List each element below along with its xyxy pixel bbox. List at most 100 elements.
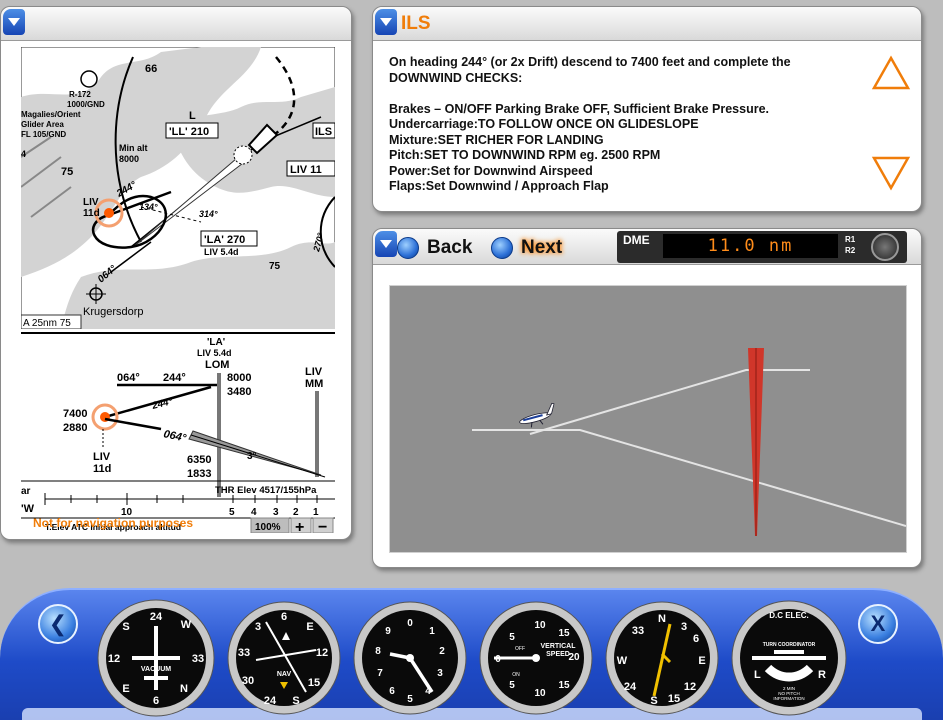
zoom-out-label: −: [318, 519, 327, 533]
liv-box-label: LIV 11: [290, 164, 322, 176]
vs-title-1: VERTICAL: [541, 643, 577, 650]
dme-selector-knob[interactable]: [871, 233, 899, 261]
profile-lom-label: LOM: [205, 359, 229, 371]
back-button[interactable]: Back: [397, 235, 472, 261]
svg-text:E: E: [122, 683, 129, 695]
profile-alt7400: 7400: [63, 408, 87, 420]
close-button[interactable]: X: [858, 604, 898, 644]
ils-instruction-text: On heading 244° (or 2x Drift) descend to…: [389, 55, 849, 195]
collapse-ils-button[interactable]: [375, 9, 397, 35]
svg-text:24: 24: [264, 695, 277, 707]
svg-text:33: 33: [238, 647, 250, 659]
svg-text:5: 5: [509, 632, 515, 643]
profile-alt1833: 1833: [187, 468, 211, 480]
profile-num1: 1: [313, 507, 319, 518]
profile-num4: 4: [251, 507, 257, 518]
profile-la-label: 'LA': [207, 337, 225, 348]
svg-text:8: 8: [375, 646, 381, 657]
svg-text:S: S: [650, 695, 657, 707]
svg-text:W: W: [181, 619, 192, 631]
previous-button[interactable]: ❮: [38, 604, 78, 644]
turn-coordinator: D.C ELEC. TURN COORDINATOR L R 2 MIN NO …: [731, 600, 847, 716]
zoom-in-button[interactable]: [290, 517, 312, 533]
svg-text:7: 7: [377, 668, 383, 679]
turn-right-label: R: [818, 669, 826, 681]
glideslope-header: Back Next DME 11.0 nm R1 R2: [373, 229, 921, 265]
svg-text:6: 6: [389, 686, 395, 697]
ils-instructions-panel: ILS On heading 244° (or 2x Drift) descen…: [372, 6, 922, 212]
ils-line: [389, 86, 849, 102]
svg-text:12: 12: [108, 653, 120, 665]
svg-text:3: 3: [255, 621, 261, 633]
svg-text:5: 5: [407, 694, 413, 705]
profile-alt2880: 2880: [63, 422, 87, 434]
liv54-label: LIV 5.4d: [204, 247, 239, 257]
num-75a-label: 75: [61, 166, 73, 178]
liv-fix-dist: 11d: [83, 208, 100, 219]
profile-num3: 3: [273, 507, 279, 518]
profile-liv-mm1: LIV: [305, 366, 323, 378]
approach-chart[interactable]: R-172 1000/GND Magalies/Orient Glider Ar…: [21, 47, 335, 533]
svg-text:30: 30: [242, 675, 254, 687]
ils-line: Power:Set for Downwind Airspeed: [389, 163, 593, 178]
svg-text:N: N: [180, 683, 188, 695]
krugersdorp-label: Krugersdorp: [83, 306, 144, 318]
svg-text:5: 5: [509, 680, 515, 691]
approach-chart-panel: R-172 1000/GND Magalies/Orient Glider Ar…: [0, 6, 352, 540]
next-button[interactable]: Next: [491, 235, 562, 261]
r1-label: R1: [845, 235, 856, 244]
svg-text:0: 0: [407, 618, 413, 629]
heading-314-label: 314°: [199, 209, 218, 219]
profile-deg3: 3°: [247, 451, 257, 462]
svg-text:N: N: [658, 613, 666, 625]
svg-text:3: 3: [681, 621, 687, 633]
svg-text:W: W: [617, 655, 628, 667]
svg-text:24: 24: [624, 681, 637, 693]
svg-text:15: 15: [558, 680, 570, 691]
profile-alt8000: 8000: [227, 372, 251, 384]
dme-display: DME 11.0 nm R1 R2: [617, 231, 907, 263]
svg-text:12: 12: [316, 647, 328, 659]
profile-thr: THR Elev 4517/155hPa: [215, 485, 317, 496]
msa-label: A 25nm 75: [23, 318, 71, 329]
alt-66-label: 66: [145, 63, 157, 75]
chart-panel-header: [1, 7, 351, 41]
collapse-chart-button[interactable]: [3, 9, 25, 35]
collapse-glideslope-button[interactable]: [375, 231, 397, 257]
glider-label: Glider Area: [21, 120, 64, 129]
profile-liv54d-label: LIV 5.4d: [197, 348, 232, 358]
svg-text:24: 24: [150, 611, 163, 623]
turn-coordinator-label: TURN COORDINATOR: [763, 642, 816, 648]
r172-alt-label: 1000/GND: [67, 100, 105, 109]
ils-line: Mixture:SET RICHER FOR LANDING: [389, 132, 604, 147]
svg-text:12: 12: [684, 681, 696, 693]
ils-line: Flaps:Set Downwind / Approach Flap: [389, 179, 609, 193]
svg-text:E: E: [306, 621, 313, 633]
ils-line: Brakes – ON/OFF Parking Brake OFF, Suffi…: [389, 101, 770, 116]
zoom-out-button[interactable]: [312, 517, 334, 533]
profile-deg244: 244°: [150, 396, 175, 412]
svg-text:6: 6: [281, 611, 287, 623]
svg-text:4: 4: [425, 686, 431, 697]
glideslope-view: [389, 285, 907, 553]
next-label: Next: [521, 237, 563, 258]
glideslope-panel: Back Next DME 11.0 nm R1 R2: [372, 228, 922, 568]
scroll-down-arrow-icon[interactable]: [871, 155, 911, 191]
scroll-up-arrow-icon[interactable]: [871, 55, 911, 91]
la-box-label: 'LA' 270: [204, 234, 245, 246]
svg-text:S: S: [122, 621, 129, 633]
ils-panel-header: ILS: [373, 7, 921, 41]
profile-num10: 10: [121, 507, 133, 518]
dc-elec-label: D.C ELEC.: [769, 611, 809, 620]
navigation-warning: Not for navigation purposes: [33, 516, 193, 530]
aircraft-icon: [519, 402, 555, 428]
svg-text:15: 15: [558, 628, 570, 639]
svg-text:3: 3: [437, 668, 443, 679]
tc-min-1: 2 MIN: [783, 686, 795, 691]
tc-min-2: NO PITCH: [778, 691, 800, 696]
profile-num5: 5: [229, 507, 235, 518]
svg-text:33: 33: [632, 625, 644, 637]
ll-l-label: L: [189, 110, 196, 122]
profile-hdg1: 064°: [117, 372, 140, 384]
vs-on-label: ON: [512, 672, 520, 678]
